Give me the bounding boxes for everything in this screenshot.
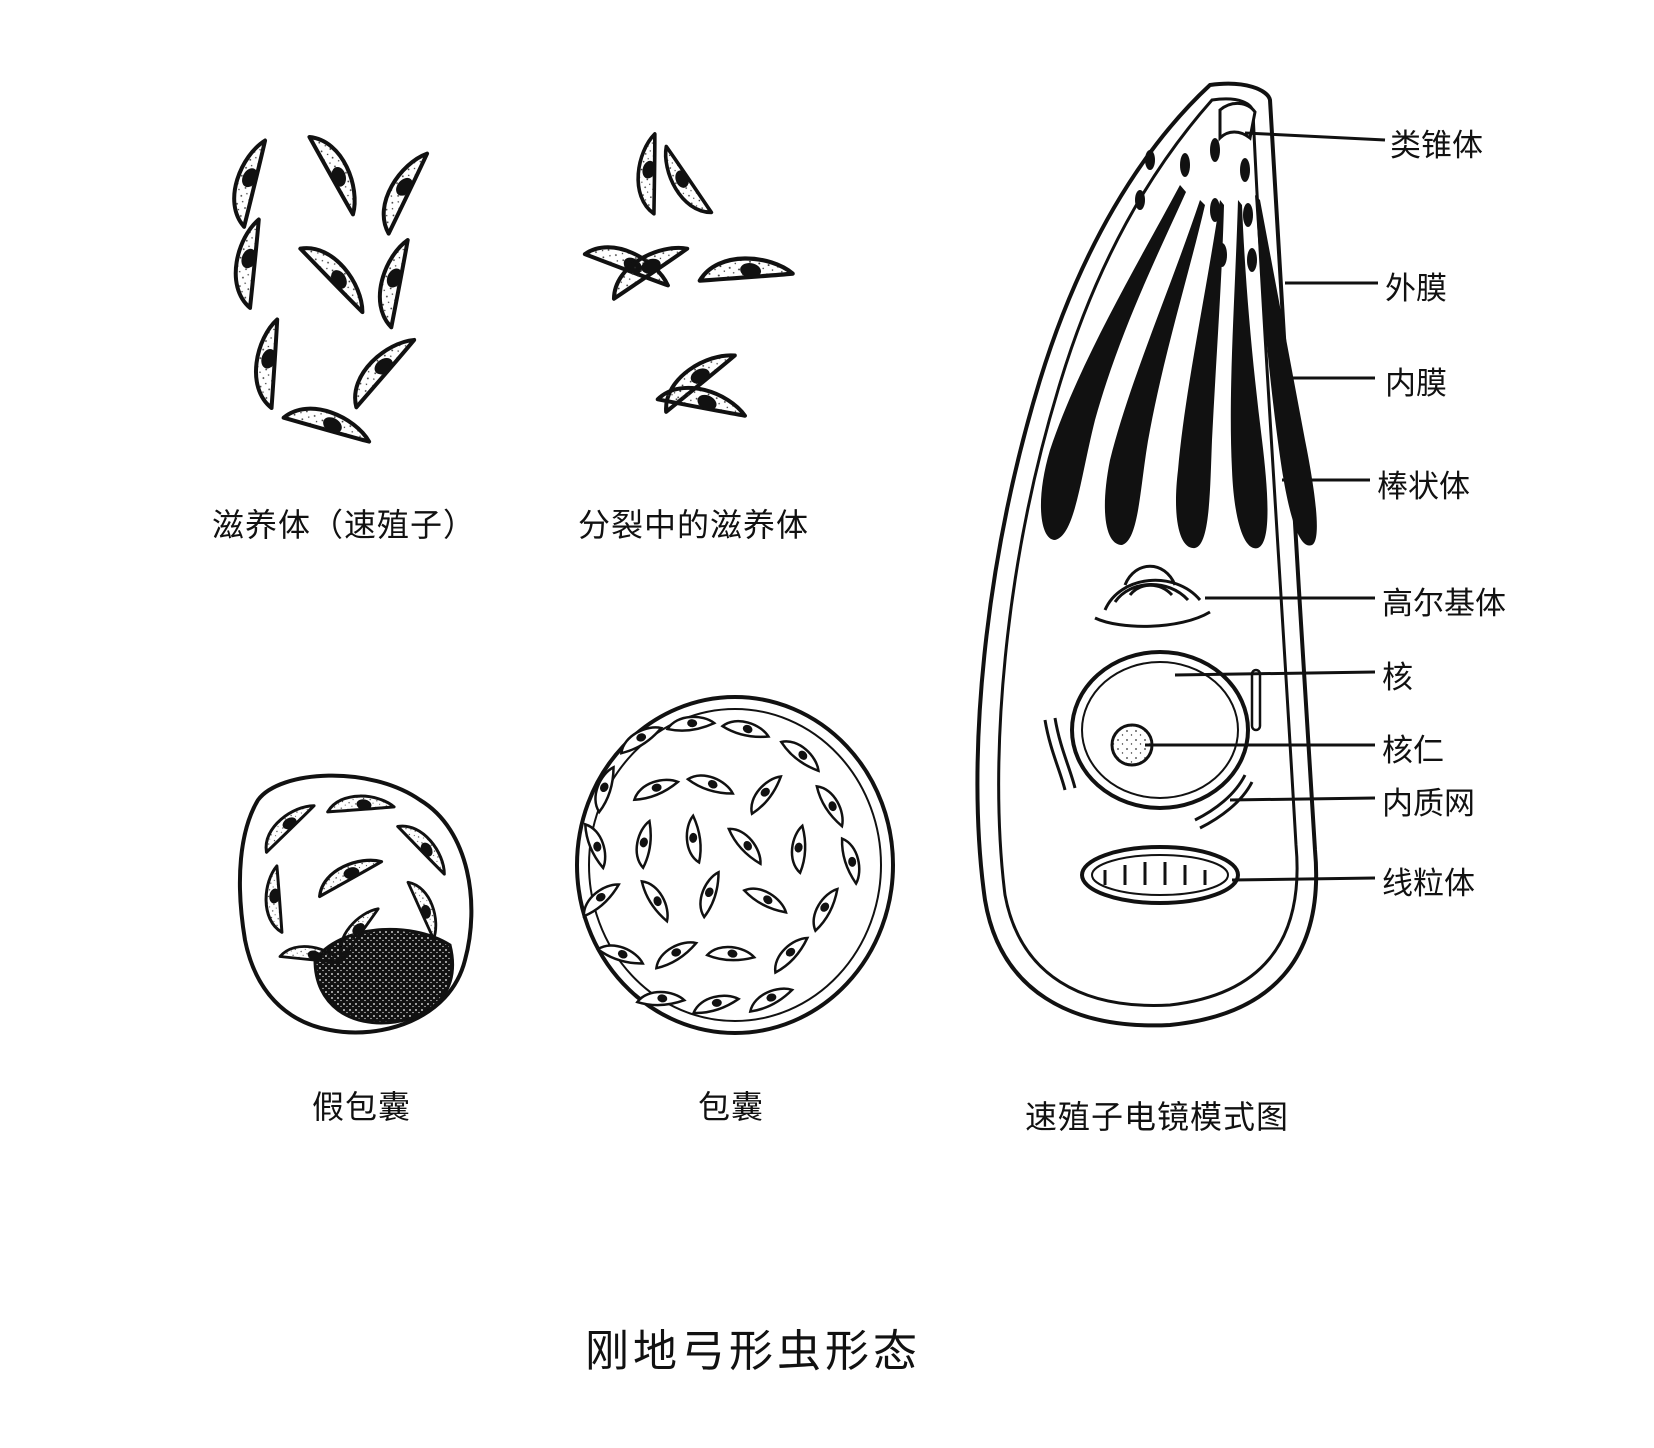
em-model-caption: 速殖子电镜模式图 (1025, 1098, 1290, 1136)
inner-membrane-outline (997, 97, 1299, 1007)
tachyzoite-em-model (975, 81, 1386, 1028)
cyst-caption: 包囊 (698, 1088, 765, 1126)
mitochondrion (1080, 845, 1240, 905)
pseudocyst-drawing (237, 773, 474, 1035)
label-mitochondrion: 线粒体 (1382, 866, 1475, 902)
dividing-trophozoite-caption: 分裂中的滋养体 (578, 506, 810, 544)
rhoptries (1040, 185, 1317, 549)
trophozoite-caption: 滋养体（速殖子） (212, 506, 477, 544)
pseudocyst-caption: 假包囊 (312, 1088, 412, 1126)
label-nucleolus: 核仁 (1382, 733, 1444, 769)
label-nucleus: 核 (1382, 660, 1413, 696)
nucleus (1070, 650, 1250, 810)
label-inner-membrane: 内膜 (1385, 366, 1447, 402)
leader-lines (1145, 131, 1386, 882)
label-outer-membrane: 外膜 (1385, 271, 1447, 307)
endoplasmic-reticulum (1043, 717, 1254, 830)
cyst-drawing (575, 695, 895, 1035)
label-golgi-body: 高尔基体 (1382, 586, 1506, 622)
label-conoid: 类锥体 (1390, 128, 1483, 164)
label-rhoptry: 棒状体 (1377, 469, 1470, 505)
golgi-body (1094, 564, 1211, 628)
dividing-trophozoite-group (582, 130, 794, 438)
trophozoite-group (218, 127, 446, 463)
label-endoplasmic-reticulum: 内质网 (1382, 786, 1475, 822)
figure-title: 刚地弓形虫形态 (585, 1326, 921, 1377)
conoid (1218, 102, 1257, 142)
